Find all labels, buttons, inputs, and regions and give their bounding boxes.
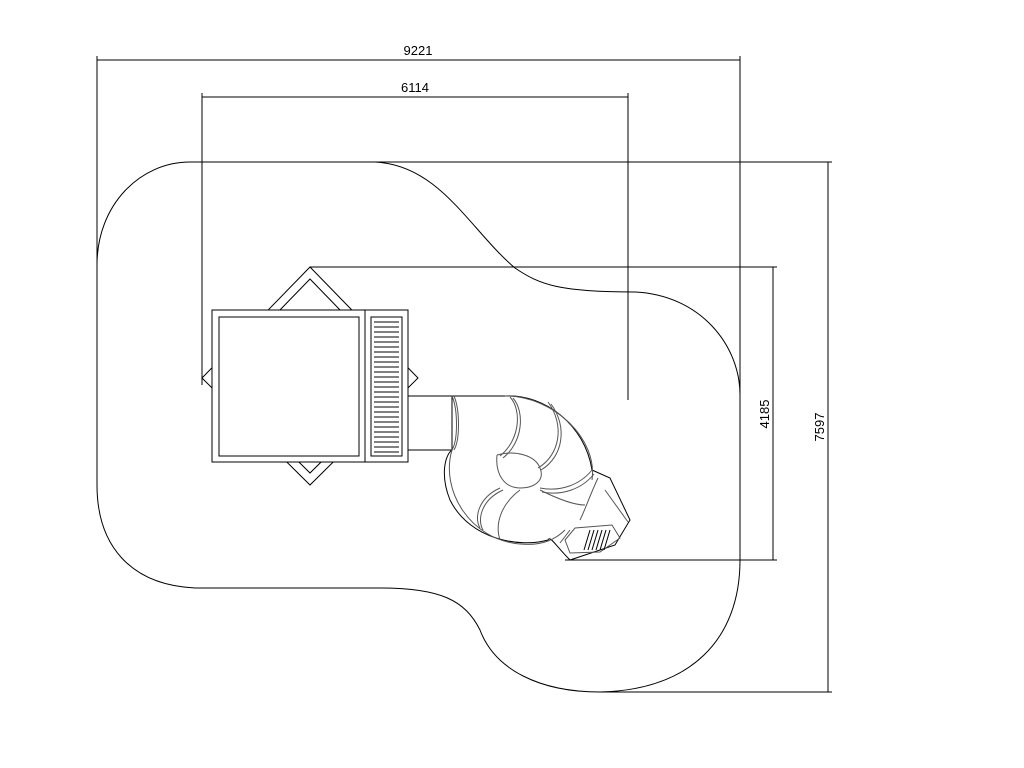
dimension-overall-depth: 7597 (190, 161, 832, 693)
exit-grip-line (595, 529, 603, 551)
dimension-inner-width: 6114 (201, 80, 629, 400)
exit-grip-line (583, 529, 591, 551)
exit-grip-line (591, 529, 599, 551)
slide-exit-grip-lines (583, 529, 611, 551)
dimension-overall-width: 9221 (96, 43, 741, 395)
dimension-inner-depth: 4185 (310, 266, 777, 561)
dimension-label-overall-depth: 7597 (812, 413, 827, 442)
exit-grip-line (599, 529, 607, 551)
spiral-tube-slide (443, 395, 631, 561)
exit-grip-line (603, 529, 611, 551)
exit-grip-line (587, 529, 595, 551)
dimension-label-inner-width: 6114 (401, 80, 429, 95)
tower-platform (211, 309, 409, 463)
dimension-label-overall-width: 9221 (404, 43, 433, 58)
slide-connector (407, 395, 453, 451)
dimension-label-inner-depth: 4185 (757, 400, 772, 429)
ladder-steps (370, 316, 403, 457)
